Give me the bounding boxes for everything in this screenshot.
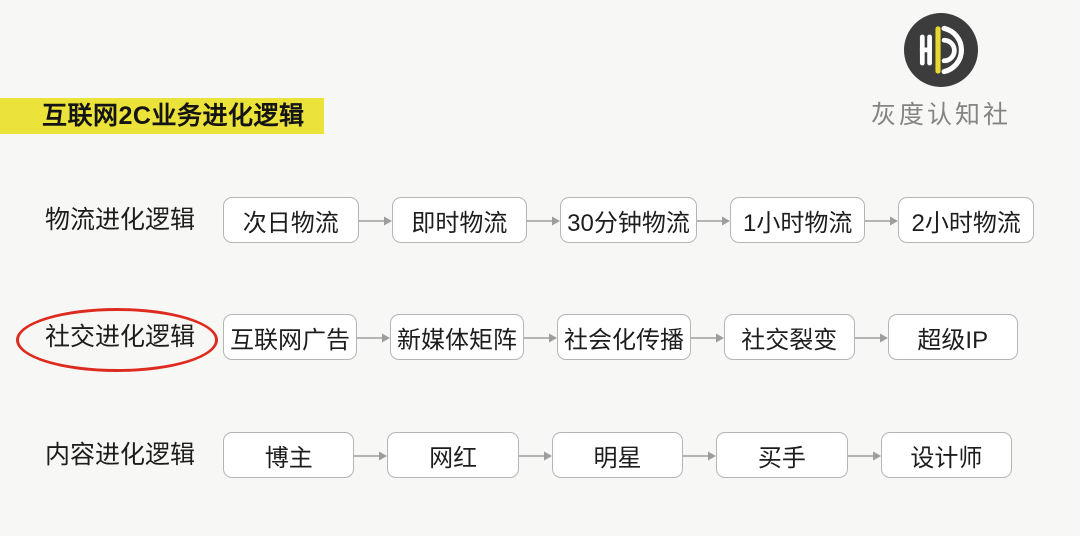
arrow-right-icon: [527, 214, 561, 226]
row-flow: 互联网广告新媒体矩阵社会化传播社交裂变超级IP: [223, 314, 1018, 360]
row-flow: 博主网红明星买手设计师: [223, 432, 1013, 478]
row-label: 社交进化逻辑: [45, 323, 196, 351]
arrow-right-icon: [691, 331, 724, 343]
arrow-right-icon: [854, 331, 888, 343]
flow-step-box: 超级IP: [887, 314, 1018, 360]
arrow-right-icon: [354, 449, 388, 461]
flow-step-box: 社交裂变: [724, 314, 855, 360]
flow-step-box: 1小时物流: [729, 197, 866, 243]
row-label: 物流进化逻辑: [45, 206, 196, 234]
flow-step-box: 次日物流: [223, 197, 359, 243]
flow-step-box: 30分钟物流: [560, 197, 697, 243]
arrow-right-icon: [524, 331, 557, 343]
flow-step-box: 明星: [551, 432, 684, 478]
logo-text: 灰度认知社: [870, 101, 1011, 129]
flow-step-box: 新媒体矩阵: [390, 314, 524, 360]
arrow-right-icon: [696, 214, 730, 226]
flow-row: 社交进化逻辑 互联网广告新媒体矩阵社会化传播社交裂变超级IP: [0, 308, 1080, 372]
arrow-right-icon: [358, 214, 392, 226]
arrow-right-icon: [847, 449, 881, 461]
flow-row: 内容进化逻辑 博主网红明星买手设计师: [0, 432, 1080, 478]
arrow-right-icon: [683, 449, 717, 461]
page-title: 互联网2C业务进化逻辑: [0, 98, 324, 134]
flow-step-box: 社会化传播: [557, 314, 691, 360]
flow-step-box: 设计师: [880, 432, 1013, 478]
arrow-right-icon: [518, 449, 552, 461]
flow-step-box: 即时物流: [391, 197, 528, 243]
flow-step-box: 2小时物流: [898, 197, 1035, 243]
flow-step-box: 博主: [223, 432, 355, 478]
flow-step-box: 买手: [716, 432, 848, 478]
row-label: 内容进化逻辑: [45, 441, 196, 469]
flow-row: 物流进化逻辑 次日物流即时物流 30分钟物流 1小时物流 2小时物流: [0, 197, 1080, 243]
row-flow: 次日物流即时物流 30分钟物流 1小时物流 2小时物流: [223, 197, 1035, 243]
logo-hd-monogram-icon: [904, 13, 978, 87]
arrow-right-icon: [357, 331, 390, 343]
arrow-right-icon: [865, 214, 899, 226]
flow-step-box: 网红: [387, 432, 519, 478]
brand-logo: 灰度认知社: [861, 13, 1021, 131]
flow-step-box: 互联网广告: [223, 314, 357, 360]
